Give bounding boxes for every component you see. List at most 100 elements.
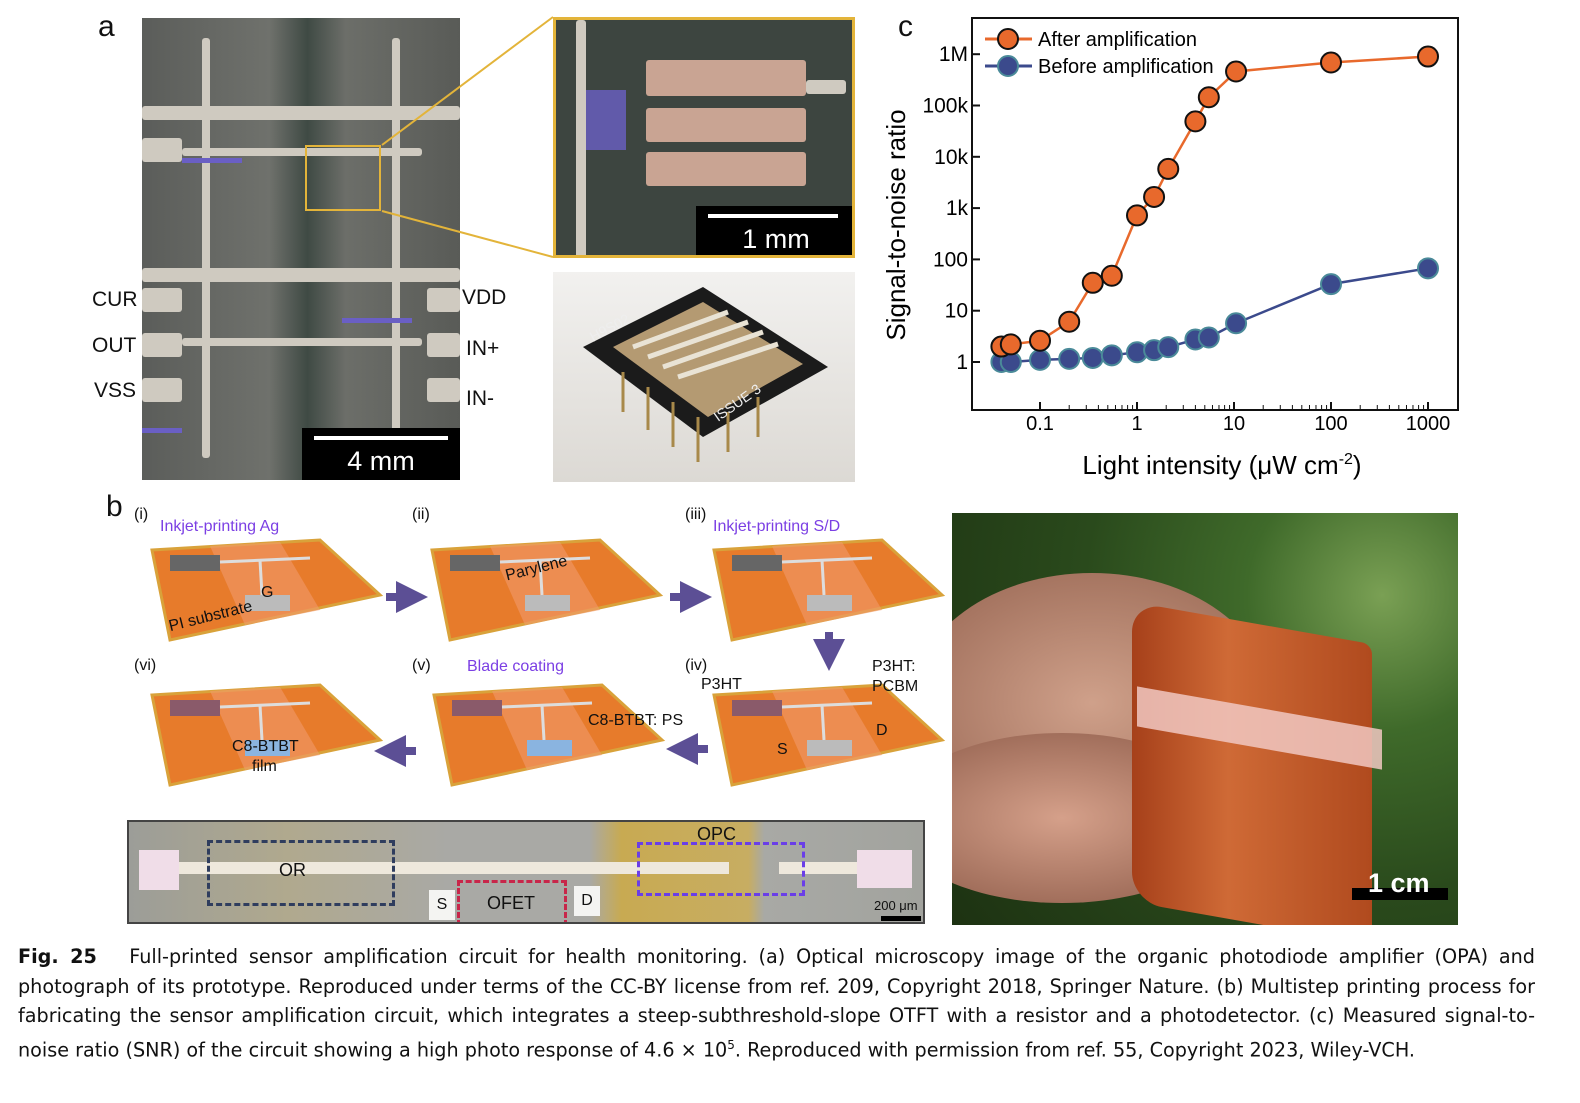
y-tick-label: 1 (956, 351, 968, 374)
caption-tail: . Reproduced with permission from ref. 5… (734, 1038, 1416, 1062)
x-tick-label: 100 (1314, 413, 1347, 435)
plot-frame (971, 17, 1459, 411)
strip-opc-label: OPC (697, 824, 737, 844)
legend-before: Before amplification (1038, 56, 1214, 78)
zoom-connector (381, 16, 554, 258)
step-v-c8btbt-ps-label: C8-BTBT: PS (588, 712, 684, 729)
scale-bar-200um (881, 916, 921, 921)
y-tick-label: 1M (939, 43, 968, 66)
printing-process-steps (150, 538, 946, 787)
pin-vss: VSS (94, 379, 137, 402)
x-axis-label: Light intensity (μW cm-2) (1082, 450, 1361, 480)
data-point (1081, 271, 1104, 294)
data-point (1225, 312, 1248, 335)
step-iv-number: (iv) (685, 657, 708, 674)
data-point (1197, 326, 1220, 349)
data-point (1058, 347, 1081, 370)
step-iv-pcbm-label: PCBM (872, 678, 919, 695)
step-i-number: (i) (134, 506, 149, 523)
legend-marker-after (997, 28, 1019, 50)
snr-chart: 0.1 1 10 100 1000 1 10 100 1k 10k 100k 1M After amp… (881, 17, 1459, 480)
strip-or-label: OR (279, 860, 306, 880)
opa-micrograph: 4 mm (142, 18, 460, 480)
scale-bar-1cm (1352, 888, 1448, 900)
series-after (990, 45, 1439, 358)
process-step-tile (150, 538, 384, 642)
scale-bar-4mm: 4 mm (302, 428, 460, 480)
x-tick-label: 10 (1223, 413, 1245, 435)
pin-in-plus: IN+ (466, 337, 500, 360)
step-i-gate-label: G (261, 584, 274, 601)
data-point (1143, 185, 1166, 208)
step-i-title: Inkjet-printing Ag (160, 518, 280, 535)
step-iv-source-label: S (777, 741, 788, 758)
step-iii-number: (iii) (685, 506, 707, 523)
step-vi-c8btbt-label: C8-BTBT (232, 738, 299, 755)
data-point (1029, 348, 1051, 371)
data-point (1184, 110, 1207, 133)
data-point (1058, 310, 1081, 333)
y-tick-label: 10k (934, 146, 968, 169)
data-point (1417, 45, 1439, 68)
data-point (1417, 257, 1439, 280)
legend-after: After amplification (1038, 29, 1197, 51)
figure-caption: Fig. 25 Full-printed sensor amplificatio… (18, 942, 1535, 1065)
panel-a-label: a (98, 10, 115, 43)
process-step-tile (712, 538, 946, 642)
y-axis-label: Signal-to-noise ratio (881, 109, 911, 340)
step-ii-number: (ii) (412, 506, 430, 523)
caption-body: Full-printed sensor amplification circui… (18, 945, 1535, 1062)
data-point (1320, 273, 1342, 296)
pin-out: OUT (92, 334, 137, 357)
step-v-title: Blade coating (467, 658, 564, 675)
strip-source-label: S (429, 890, 455, 920)
process-step-tile (712, 683, 946, 787)
panel-c-label: c (898, 10, 913, 43)
scale-bar-1mm: 1 mm (696, 206, 852, 255)
data-point (1100, 264, 1123, 287)
data-point (1126, 204, 1148, 227)
process-step-tile (430, 538, 664, 642)
data-point (1225, 60, 1248, 83)
strip-ofet-label: OFET (487, 893, 535, 913)
data-point (1029, 329, 1051, 352)
series-before (990, 257, 1439, 373)
pin-vdd: VDD (462, 286, 507, 309)
data-point (1320, 51, 1342, 74)
process-step-tile (150, 683, 384, 787)
caption-exponent: 5 (727, 1037, 735, 1052)
y-tick-label: 100 (933, 248, 968, 271)
step-iv-p3ht-pcbm-label: P3HT: (872, 658, 916, 675)
step-iv-p3ht-label: P3HT (701, 676, 742, 693)
flexible-device-photo: 1 cm (952, 513, 1458, 925)
step-v-number: (v) (412, 657, 431, 674)
data-point (1157, 336, 1180, 359)
x-tick-label: 1000 (1406, 413, 1451, 435)
process-step-tile (432, 683, 666, 787)
pin-in-minus: IN- (466, 387, 494, 410)
circuit-micrograph-strip: OR OFET OPC S D 200 μm (127, 820, 925, 924)
x-tick-label: 1 (1131, 413, 1142, 435)
zoomed-inset: 1 mm (553, 17, 855, 258)
step-vi-film-label: film (252, 758, 277, 775)
panel-b-label: b (106, 490, 123, 523)
data-point (1197, 86, 1220, 109)
legend: After amplification Before amplification (985, 28, 1214, 78)
x-tick-label: 0.1 (1026, 413, 1054, 435)
figure-number: Fig. 25 (18, 945, 97, 968)
step-vi-number: (vi) (134, 657, 157, 674)
y-tick-label: 1k (946, 197, 969, 220)
data-point (1100, 344, 1123, 367)
strip-drain-label: D (574, 886, 600, 916)
pin-cur: CUR (92, 288, 138, 311)
step-iv-drain-label: D (876, 722, 888, 739)
scale-bar-200um-label: 200 μm (874, 898, 918, 913)
y-tick-label: 100k (922, 95, 968, 118)
legend-marker-before (997, 55, 1019, 77)
scale-bar-1cm-label: 1 cm (1368, 868, 1430, 898)
step-iii-title: Inkjet-printing S/D (713, 518, 841, 535)
y-tick-label: 10 (945, 300, 968, 323)
data-point (1157, 157, 1180, 180)
data-point (999, 333, 1022, 356)
data-point (1081, 346, 1104, 369)
